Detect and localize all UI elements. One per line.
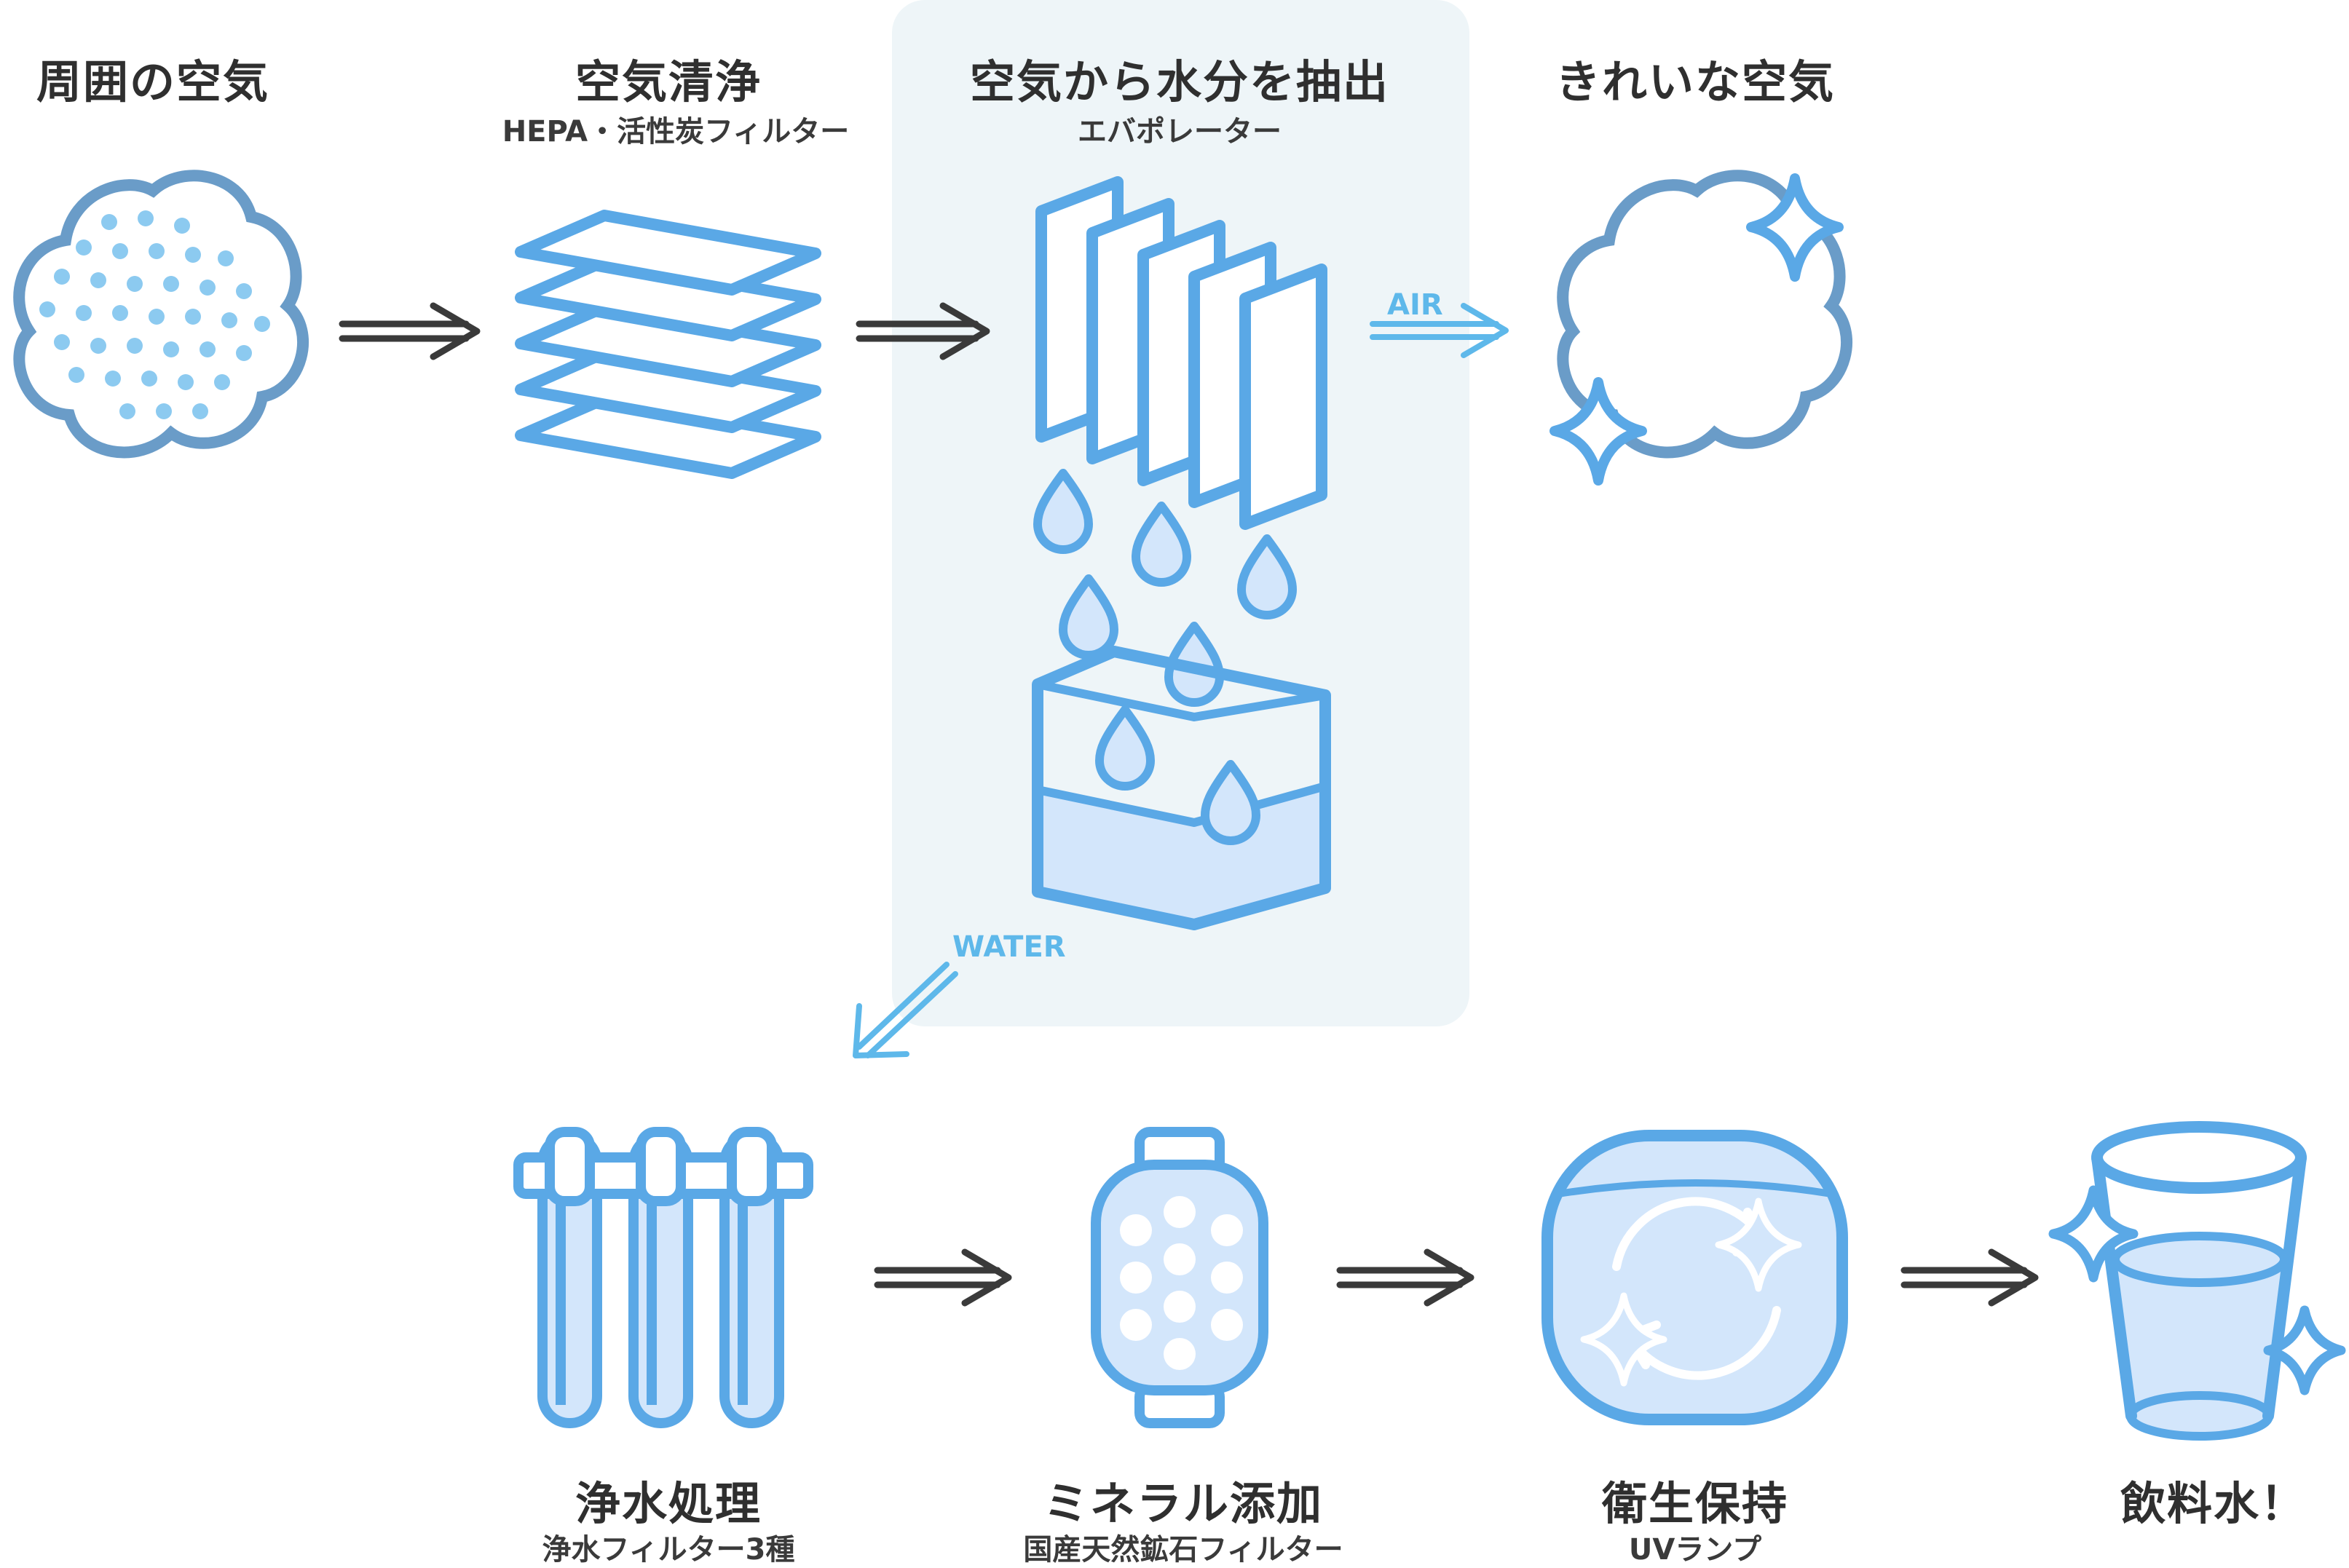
step-title-clean-air: きれいな空気	[1555, 55, 1836, 108]
step-sub-mineral: 国産天然鉱石フィルター	[1023, 1533, 1343, 1567]
arrow-right-icon	[856, 302, 990, 360]
step-title-hygiene: 衛生保持	[1601, 1477, 1789, 1530]
arrow-right-icon	[339, 302, 481, 360]
step-sub-water-purify: 浄水フィルター3種	[542, 1533, 795, 1567]
step-sub-air-purify: HEPA・活性炭フィルター	[502, 115, 850, 149]
cloud-dots-icon	[13, 170, 309, 459]
arrow-right-icon	[1900, 1248, 2039, 1307]
step-title-water-purify: 浄水処理	[575, 1477, 762, 1530]
air-arrow-icon	[1370, 303, 1509, 358]
clean-cloud-icon	[1549, 170, 1853, 486]
step-title-extract: 空気から水分を抽出	[969, 55, 1390, 108]
arrow-right-icon	[874, 1248, 1012, 1307]
step-title-air-purify: 空気清浄	[575, 55, 762, 108]
step-sub-hygiene: UVランプ	[1628, 1533, 1762, 1567]
step-title-ambient-air: 周囲の空気	[36, 55, 270, 108]
water-tank-icon	[1032, 646, 1331, 930]
evaporator-plates-icon	[1035, 176, 1327, 530]
flow-label-air: AIR	[1387, 288, 1443, 322]
flow-label-water: WATER	[952, 930, 1066, 964]
cup-icon	[2048, 1121, 2346, 1441]
filter-stack-icon	[515, 210, 821, 479]
water-arrow-icon	[853, 962, 958, 1058]
step-title-mineral: ミネラル添加	[1043, 1477, 1324, 1530]
filter-tubes-icon	[513, 1127, 813, 1428]
step-title-drinking: 飲料水！	[2120, 1477, 2307, 1530]
uv-lamp-icon	[1541, 1130, 1848, 1425]
step-sub-extract: エバポレーター	[1078, 115, 1282, 149]
arrow-right-icon	[1336, 1248, 1474, 1307]
mineral-cartridge-icon	[1091, 1127, 1268, 1428]
